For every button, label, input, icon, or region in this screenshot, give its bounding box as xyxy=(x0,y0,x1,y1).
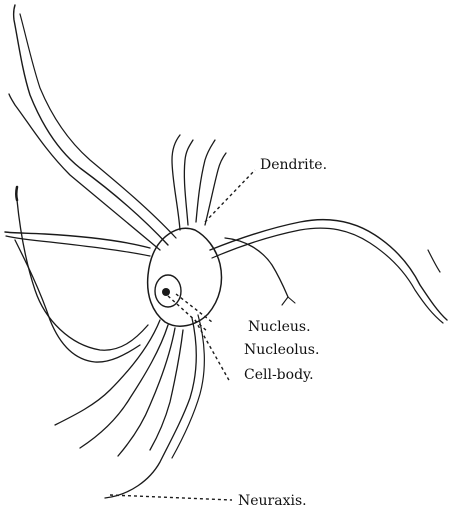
dendrite-processes xyxy=(5,5,447,362)
label-dendrite: Dendrite. xyxy=(260,158,327,172)
label-nucleolus: Nucleolus. xyxy=(244,343,319,357)
nucleus-shape xyxy=(155,275,181,307)
label-neuraxis: Neuraxis. xyxy=(238,494,307,508)
label-nucleus: Nucleus. xyxy=(248,320,311,334)
nucleolus-dot xyxy=(162,288,170,296)
label-cell-body: Cell-body. xyxy=(244,368,314,382)
cell-body-shape xyxy=(148,228,222,326)
